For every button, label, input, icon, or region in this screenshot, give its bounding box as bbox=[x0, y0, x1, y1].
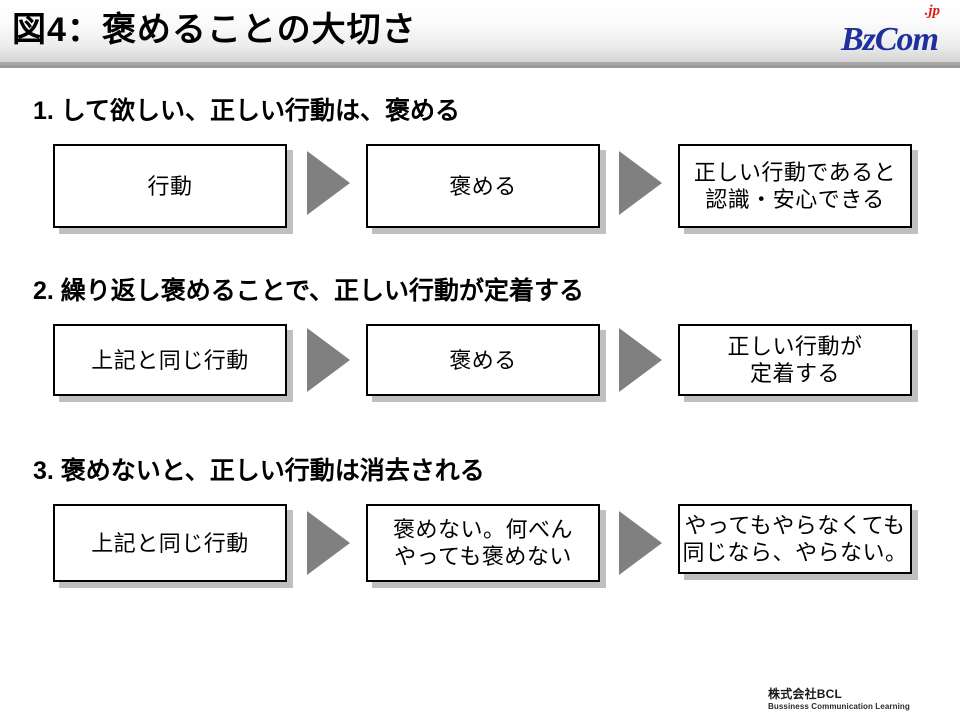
flow-box-label: 行動 bbox=[147, 173, 193, 199]
section-2-flow: 上記と同じ行動 褒める 正しい行動が 定着する bbox=[0, 314, 960, 409]
flow-arrow-1-2 bbox=[619, 151, 662, 215]
flow-box-label: 正しい行動が 定着する bbox=[727, 334, 863, 386]
footer-logo: 株式会社BCL Bussiness Communication Learning bbox=[768, 687, 948, 712]
footer-company-jp: 株式会社BCL bbox=[768, 687, 843, 701]
flow-arrow-3-2 bbox=[619, 511, 662, 575]
flow-box-1-1: 行動 bbox=[53, 144, 287, 228]
flow-box-label: 上記と同じ行動 bbox=[91, 530, 249, 556]
flow-arrow-3-1 bbox=[307, 511, 350, 575]
flow-box-label: 褒める bbox=[449, 347, 517, 373]
logo-tld-text: .jp bbox=[924, 3, 940, 19]
flow-box-label: やってもやらなくても 同じなら、やらない。 bbox=[682, 513, 908, 565]
page-title: 図4：褒めることの大切さ bbox=[12, 11, 417, 49]
flow-box-1-3: 正しい行動であると 認識・安心できる bbox=[678, 144, 912, 228]
flow-box-3-2: 褒めない。何べん やっても褒めない bbox=[366, 504, 600, 582]
flow-box-1-2: 褒める bbox=[366, 144, 600, 228]
flow-box-2-2: 褒める bbox=[366, 324, 600, 396]
title-bar: 図4：褒めることの大切さ .jp BzCom bbox=[0, 0, 960, 68]
flow-box-label: 正しい行動であると 認識・安心できる bbox=[693, 160, 897, 212]
flow-box-2-3: 正しい行動が 定着する bbox=[678, 324, 912, 396]
flow-arrow-1-1 bbox=[307, 151, 350, 215]
flow-box-3-1: 上記と同じ行動 bbox=[53, 504, 287, 582]
section-3-heading: 3. 褒めないと、正しい行動は消去される bbox=[33, 457, 485, 485]
flow-arrow-2-1 bbox=[307, 328, 350, 392]
section-1-heading: 1. して欲しい、正しい行動は、褒める bbox=[33, 97, 461, 125]
section-2-heading: 2. 繰り返し褒めることで、正しい行動が定着する bbox=[33, 277, 585, 305]
flow-box-3-3: やってもやらなくても 同じなら、やらない。 bbox=[678, 504, 912, 574]
flow-box-label: 褒めない。何べん やっても褒めない bbox=[392, 517, 573, 569]
flow-arrow-2-2 bbox=[619, 328, 662, 392]
flow-box-2-1: 上記と同じ行動 bbox=[53, 324, 287, 396]
bzcom-logo: .jp BzCom bbox=[834, 4, 946, 60]
flow-box-label: 褒める bbox=[449, 173, 517, 199]
section-1-flow: 行動 褒める 正しい行動であると 認識・安心できる bbox=[0, 134, 960, 229]
logo-main-text: BzCom bbox=[840, 21, 939, 58]
flow-box-label: 上記と同じ行動 bbox=[91, 347, 249, 373]
footer-company-en: Bussiness Communication Learning bbox=[768, 702, 910, 711]
section-3-flow: 上記と同じ行動 褒めない。何べん やっても褒めない やってもやらなくても 同じな… bbox=[0, 494, 960, 589]
